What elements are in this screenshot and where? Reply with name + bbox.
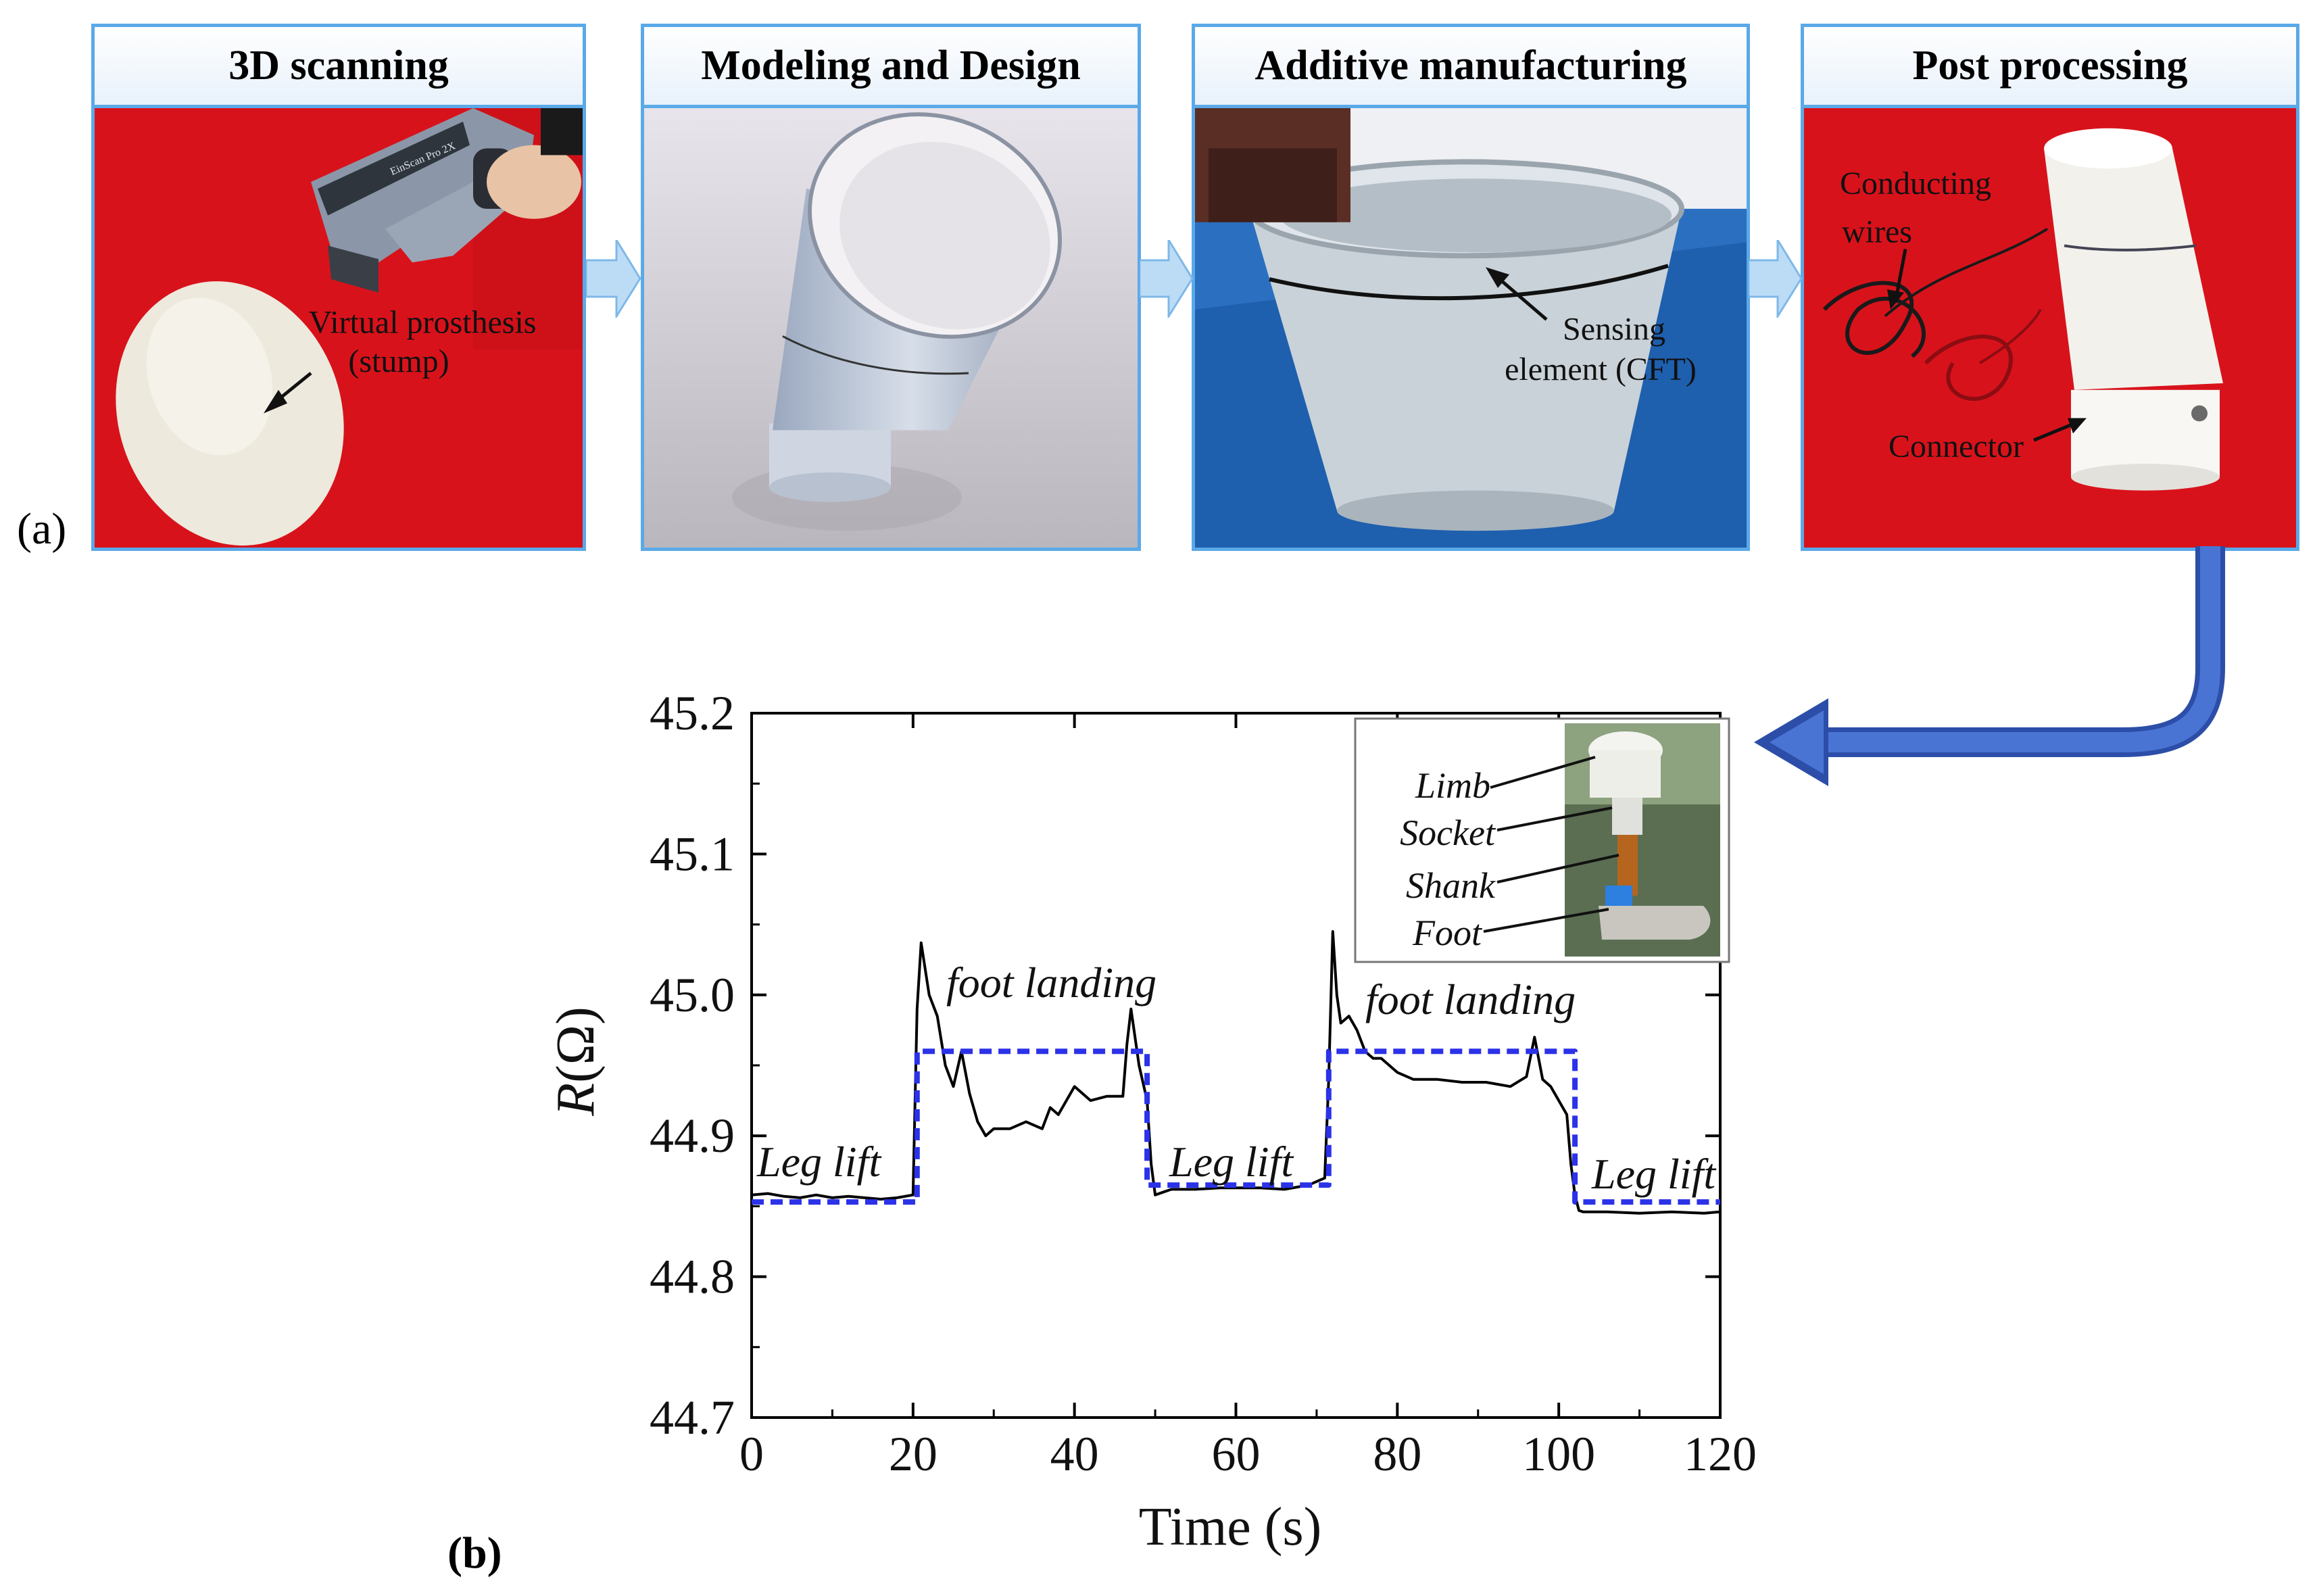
y-tick-label: 44.8 (650, 1250, 735, 1304)
panel-a-label: (a) (17, 504, 67, 554)
scanning-photo: EinScan Pro 2X Virtual prosthesis (stump… (95, 108, 583, 548)
stump-annotation-line1: Virtual prosthesis (309, 305, 537, 341)
x-tick-label: 0 (739, 1427, 764, 1481)
wires-annotation-line1: Conducting (1840, 166, 1991, 201)
step-title: Additive manufacturing (1195, 27, 1747, 108)
inset-label-shank: Shank (1406, 865, 1496, 906)
connector-annotation: Connector (1888, 429, 2024, 464)
y-tick-label: 45.2 (650, 686, 735, 740)
flow-arrow-1-icon (586, 240, 641, 318)
series-dashed-line (752, 1048, 1720, 1205)
y-tick-label: 44.7 (650, 1391, 735, 1445)
step-panel-post-processing: Post processing Conducting wires Connect… (1801, 24, 2299, 551)
step-panel-additive-manufacturing: Additive manufacturing Sensing element (… (1192, 24, 1750, 551)
step-title: Modeling and Design (644, 27, 1138, 108)
y-tick-label: 44.9 (650, 1109, 735, 1163)
sensing-annotation-line2: element (CFT) (1505, 352, 1697, 387)
finished-socket-photo: Conducting wires Connector (1804, 108, 2296, 548)
sensing-annotation-line1: Sensing (1563, 312, 1665, 347)
inset-label-limb: Limb (1415, 765, 1490, 806)
annotation-foot-landing-2: foot landing (1365, 975, 1576, 1023)
flow-arrow-2-icon (1140, 240, 1194, 318)
connector-arrow-icon (1754, 546, 2225, 786)
flow-arrow-3-icon (1749, 240, 1803, 318)
x-tick-label: 100 (1522, 1427, 1595, 1481)
stump-annotation-line2: (stump) (348, 343, 449, 379)
modeling-render (644, 108, 1138, 548)
annotation-leg-lift-1: Leg lift (756, 1138, 882, 1186)
step-title: Post processing (1804, 27, 2296, 108)
svg-text:R(Ω): R(Ω) (546, 1007, 606, 1117)
wires-annotation-line2: wires (1842, 214, 1912, 250)
x-tick-label: 20 (889, 1427, 937, 1481)
y-tick-label: 45.0 (650, 968, 735, 1022)
x-tick-label: 60 (1212, 1427, 1261, 1481)
step-panel-modeling-design: Modeling and Design (641, 24, 1141, 551)
y-axis-label: R(Ω) (546, 1007, 606, 1117)
prosthesis-inset: Limb Socket Shank Foot (1354, 717, 1730, 963)
x-tick-label: 80 (1373, 1427, 1421, 1481)
panel-b-label: (b) (447, 1528, 502, 1578)
annotation-leg-lift-3: Leg lift (1591, 1150, 1717, 1198)
x-tick-label: 40 (1050, 1427, 1099, 1481)
series-resistance-line (751, 930, 1721, 1215)
step-title: 3D scanning (95, 27, 583, 108)
step-panel-3d-scanning: 3D scanning EinScan Pro 2X Virtual prost… (91, 24, 586, 551)
inset-label-socket: Socket (1400, 813, 1496, 853)
x-tick-label: 120 (1684, 1427, 1757, 1481)
annotation-leg-lift-2: Leg lift (1169, 1138, 1294, 1186)
y-tick-label: 45.1 (650, 827, 735, 881)
annotation-foot-landing-1: foot landing (946, 959, 1156, 1007)
inset-label-foot: Foot (1412, 913, 1483, 953)
x-axis-label: Time (s) (1139, 1497, 1321, 1557)
printing-photo: Sensing element (CFT) (1195, 108, 1747, 548)
